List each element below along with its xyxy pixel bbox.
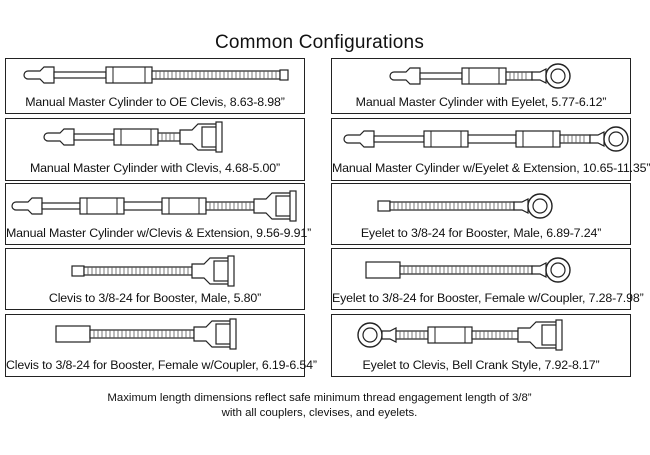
pushrod-diagram bbox=[357, 319, 563, 351]
config-panel-eyelet-booster-female: Eyelet to 3/8-24 for Booster, Female w/C… bbox=[331, 248, 644, 310]
pushrod-diagram bbox=[23, 66, 289, 84]
footer-line-2: with all couplers, clevises, and eyelets… bbox=[221, 407, 418, 419]
footer-line-1: Maximum length dimensions reflect safe m… bbox=[107, 392, 532, 404]
footer-note: Maximum length dimensions reflect safe m… bbox=[0, 391, 639, 421]
config-caption: Manual Master Cylinder with Clevis, 4.68… bbox=[30, 161, 280, 175]
config-panel-clevis-booster-female: Clevis to 3/8-24 for Booster, Female w/C… bbox=[5, 314, 317, 377]
pushrod-diagram bbox=[377, 193, 553, 219]
config-caption: Eyelet to 3/8-24 for Booster, Female w/C… bbox=[332, 291, 644, 305]
config-caption: Eyelet to 3/8-24 for Booster, Male, 6.89… bbox=[360, 226, 602, 240]
pushrod-diagram bbox=[365, 257, 571, 283]
page-title: Common Configurations bbox=[214, 32, 425, 53]
pushrod-diagram bbox=[71, 255, 235, 287]
pushrod-diagram bbox=[389, 63, 571, 89]
config-panel-mmc-clevis-extension: Manual Master Cylinder w/Clevis & Extens… bbox=[5, 183, 312, 245]
config-panel-eyelet-booster-male: Eyelet to 3/8-24 for Booster, Male, 6.89… bbox=[331, 183, 631, 245]
config-caption: Clevis to 3/8-24 for Booster, Male, 5.80… bbox=[48, 291, 262, 305]
pushrod-diagram bbox=[11, 190, 297, 222]
config-caption: Manual Master Cylinder to OE Clevis, 8.6… bbox=[25, 95, 285, 109]
config-caption: Manual Master Cylinder w/Clevis & Extens… bbox=[6, 226, 312, 240]
config-panel-mmc-oe-clevis: Manual Master Cylinder to OE Clevis, 8.6… bbox=[5, 58, 305, 114]
pushrod-diagram bbox=[55, 318, 237, 350]
config-caption: Clevis to 3/8-24 for Booster, Female w/C… bbox=[6, 358, 317, 372]
config-panel-mmc-eyelet: Manual Master Cylinder with Eyelet, 5.77… bbox=[331, 58, 631, 114]
pushrod-diagram bbox=[43, 121, 223, 153]
config-caption: Eyelet to Clevis, Bell Crank Style, 7.92… bbox=[362, 358, 600, 372]
config-caption: Manual Master Cylinder with Eyelet, 5.77… bbox=[355, 95, 607, 109]
pushrod-diagram bbox=[343, 126, 629, 152]
config-panel-eyelet-clevis: Eyelet to Clevis, Bell Crank Style, 7.92… bbox=[331, 314, 631, 377]
config-panel-mmc-clevis: Manual Master Cylinder with Clevis, 4.68… bbox=[5, 118, 305, 181]
config-panel-mmc-eyelet-extension: Manual Master Cylinder w/Eyelet & Extens… bbox=[331, 118, 650, 181]
config-caption: Manual Master Cylinder w/Eyelet & Extens… bbox=[332, 161, 650, 175]
config-panel-clevis-booster-male: Clevis to 3/8-24 for Booster, Male, 5.80… bbox=[5, 248, 305, 310]
